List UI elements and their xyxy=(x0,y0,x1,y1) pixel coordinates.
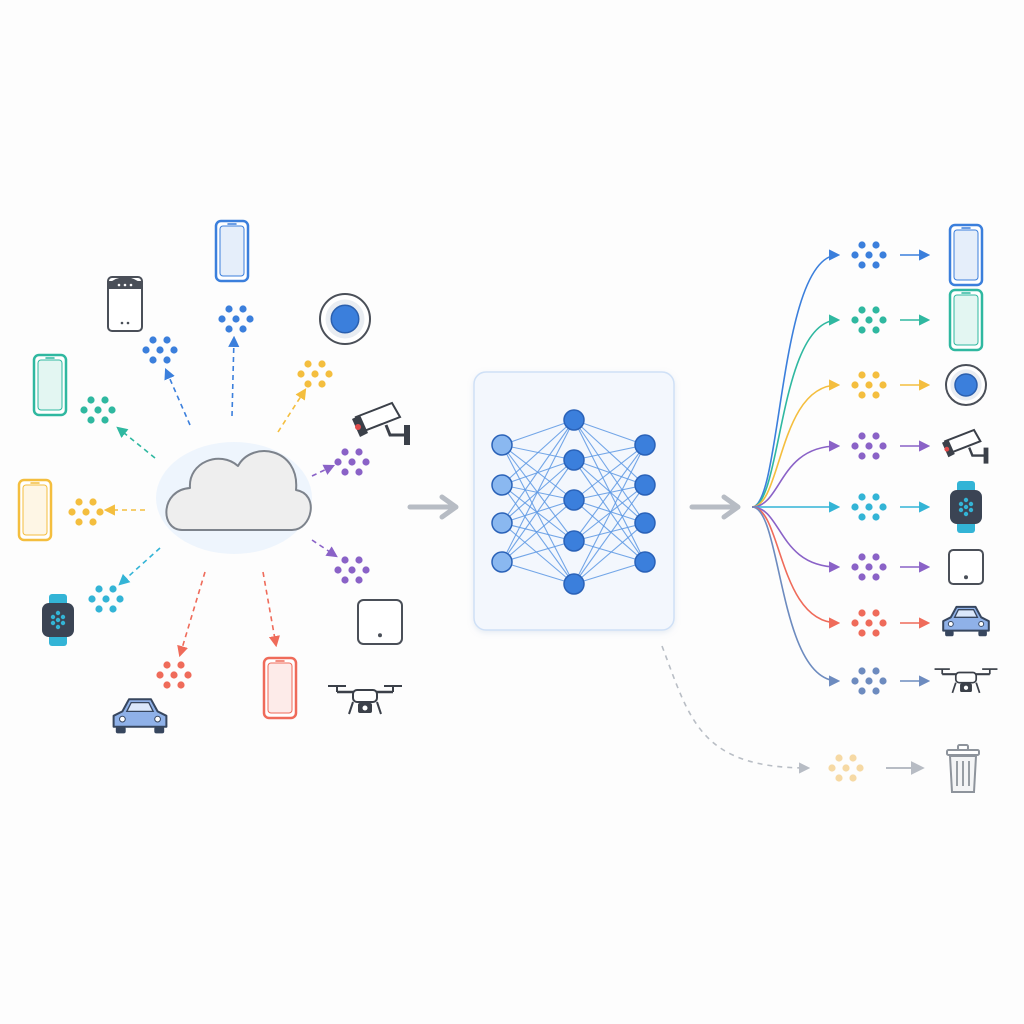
distribution-arrow xyxy=(751,506,841,629)
upload-dashed-arrow xyxy=(311,464,336,477)
arrow-right-icon xyxy=(407,494,459,520)
client-device xyxy=(311,539,403,645)
client-device xyxy=(42,547,161,646)
client-device xyxy=(32,353,156,459)
network-node xyxy=(491,434,513,456)
drone-icon xyxy=(934,668,998,694)
model-update-dots-icon xyxy=(156,661,192,689)
model-update-dots-icon xyxy=(88,585,124,613)
security-camera-icon xyxy=(352,401,410,445)
model-update-dots-icon xyxy=(851,667,887,695)
upload-dashed-arrow xyxy=(164,367,191,426)
client-devices xyxy=(17,219,410,734)
cloud-icon xyxy=(156,442,312,554)
phone-icon xyxy=(948,288,984,352)
output-row xyxy=(751,428,989,508)
model-update-dots-icon xyxy=(68,498,104,526)
model-update-dots-icon xyxy=(334,556,370,584)
model-update-dots-icon xyxy=(851,553,887,581)
client-device xyxy=(262,571,298,720)
hub-icon xyxy=(357,599,403,645)
model-update-dots-icon xyxy=(334,448,370,476)
network-node xyxy=(634,512,656,534)
model-update-dots-icon xyxy=(851,241,887,269)
output-row xyxy=(751,506,984,585)
model-update-dots-icon xyxy=(828,754,864,782)
network-node xyxy=(563,409,585,431)
thermostat-icon xyxy=(945,364,987,406)
phone-icon xyxy=(262,656,298,720)
output-row xyxy=(751,506,990,637)
distribution-arrow xyxy=(751,249,841,508)
client-device xyxy=(277,293,371,433)
phone-icon xyxy=(214,219,250,283)
client-device xyxy=(112,571,206,734)
network-node xyxy=(563,573,585,595)
model-update-dots-icon xyxy=(851,493,887,521)
car-icon xyxy=(112,698,168,734)
drone-icon xyxy=(328,685,402,715)
upload-dashed-arrow xyxy=(262,571,280,648)
phone-icon xyxy=(17,478,53,542)
output-row xyxy=(752,481,982,533)
smart-speaker-icon xyxy=(107,276,143,332)
output-row xyxy=(751,223,984,508)
smartwatch-icon xyxy=(950,481,982,533)
personalized-outputs xyxy=(751,223,998,695)
discarded-update xyxy=(661,645,980,793)
client-device xyxy=(328,685,402,715)
upload-dashed-arrow xyxy=(228,335,240,417)
model-update-dots-icon xyxy=(851,371,887,399)
output-row xyxy=(751,288,984,508)
phone-icon xyxy=(948,223,984,287)
security-camera-icon xyxy=(942,428,989,464)
trash-icon xyxy=(946,744,980,793)
client-device xyxy=(311,401,410,477)
distribution-arrow xyxy=(751,379,841,508)
upload-dashed-arrow xyxy=(311,539,338,558)
model-update-dots-icon xyxy=(80,396,116,424)
distribution-arrow xyxy=(751,314,841,508)
smartwatch-icon xyxy=(42,594,74,646)
model-update-dots-icon xyxy=(851,306,887,334)
model-update-dots-icon xyxy=(297,360,333,388)
upload-dashed-arrow xyxy=(116,426,156,459)
hub-icon xyxy=(948,549,984,585)
network-node xyxy=(634,551,656,573)
model-update-dots-icon xyxy=(851,432,887,460)
upload-dashed-arrow xyxy=(277,388,307,433)
network-node xyxy=(634,474,656,496)
network-node xyxy=(491,512,513,534)
model-update-dots-icon xyxy=(142,336,178,364)
network-node xyxy=(563,530,585,552)
car-icon xyxy=(942,605,990,637)
neural-network-icon xyxy=(473,371,675,631)
distribution-arrow xyxy=(751,506,841,687)
client-device xyxy=(107,276,191,426)
distribution-arrow xyxy=(751,440,841,508)
output-row xyxy=(751,506,998,695)
client-device xyxy=(214,219,254,417)
upload-dashed-arrow xyxy=(177,571,206,658)
output-row xyxy=(751,364,987,508)
arrow-right-icon xyxy=(689,494,741,520)
discard-dashed-arrow xyxy=(661,645,811,774)
network-node xyxy=(634,434,656,456)
network-node xyxy=(491,551,513,573)
client-device xyxy=(17,478,145,542)
network-connections xyxy=(501,419,646,585)
network-node xyxy=(491,474,513,496)
distribution-arrow xyxy=(751,506,841,573)
model-update-dots-icon xyxy=(851,609,887,637)
network-node xyxy=(563,449,585,471)
phone-icon xyxy=(32,353,68,417)
upload-dashed-arrow xyxy=(118,547,161,586)
thermostat-icon xyxy=(319,293,371,345)
model-update-dots-icon xyxy=(218,305,254,333)
network-node xyxy=(563,489,585,511)
